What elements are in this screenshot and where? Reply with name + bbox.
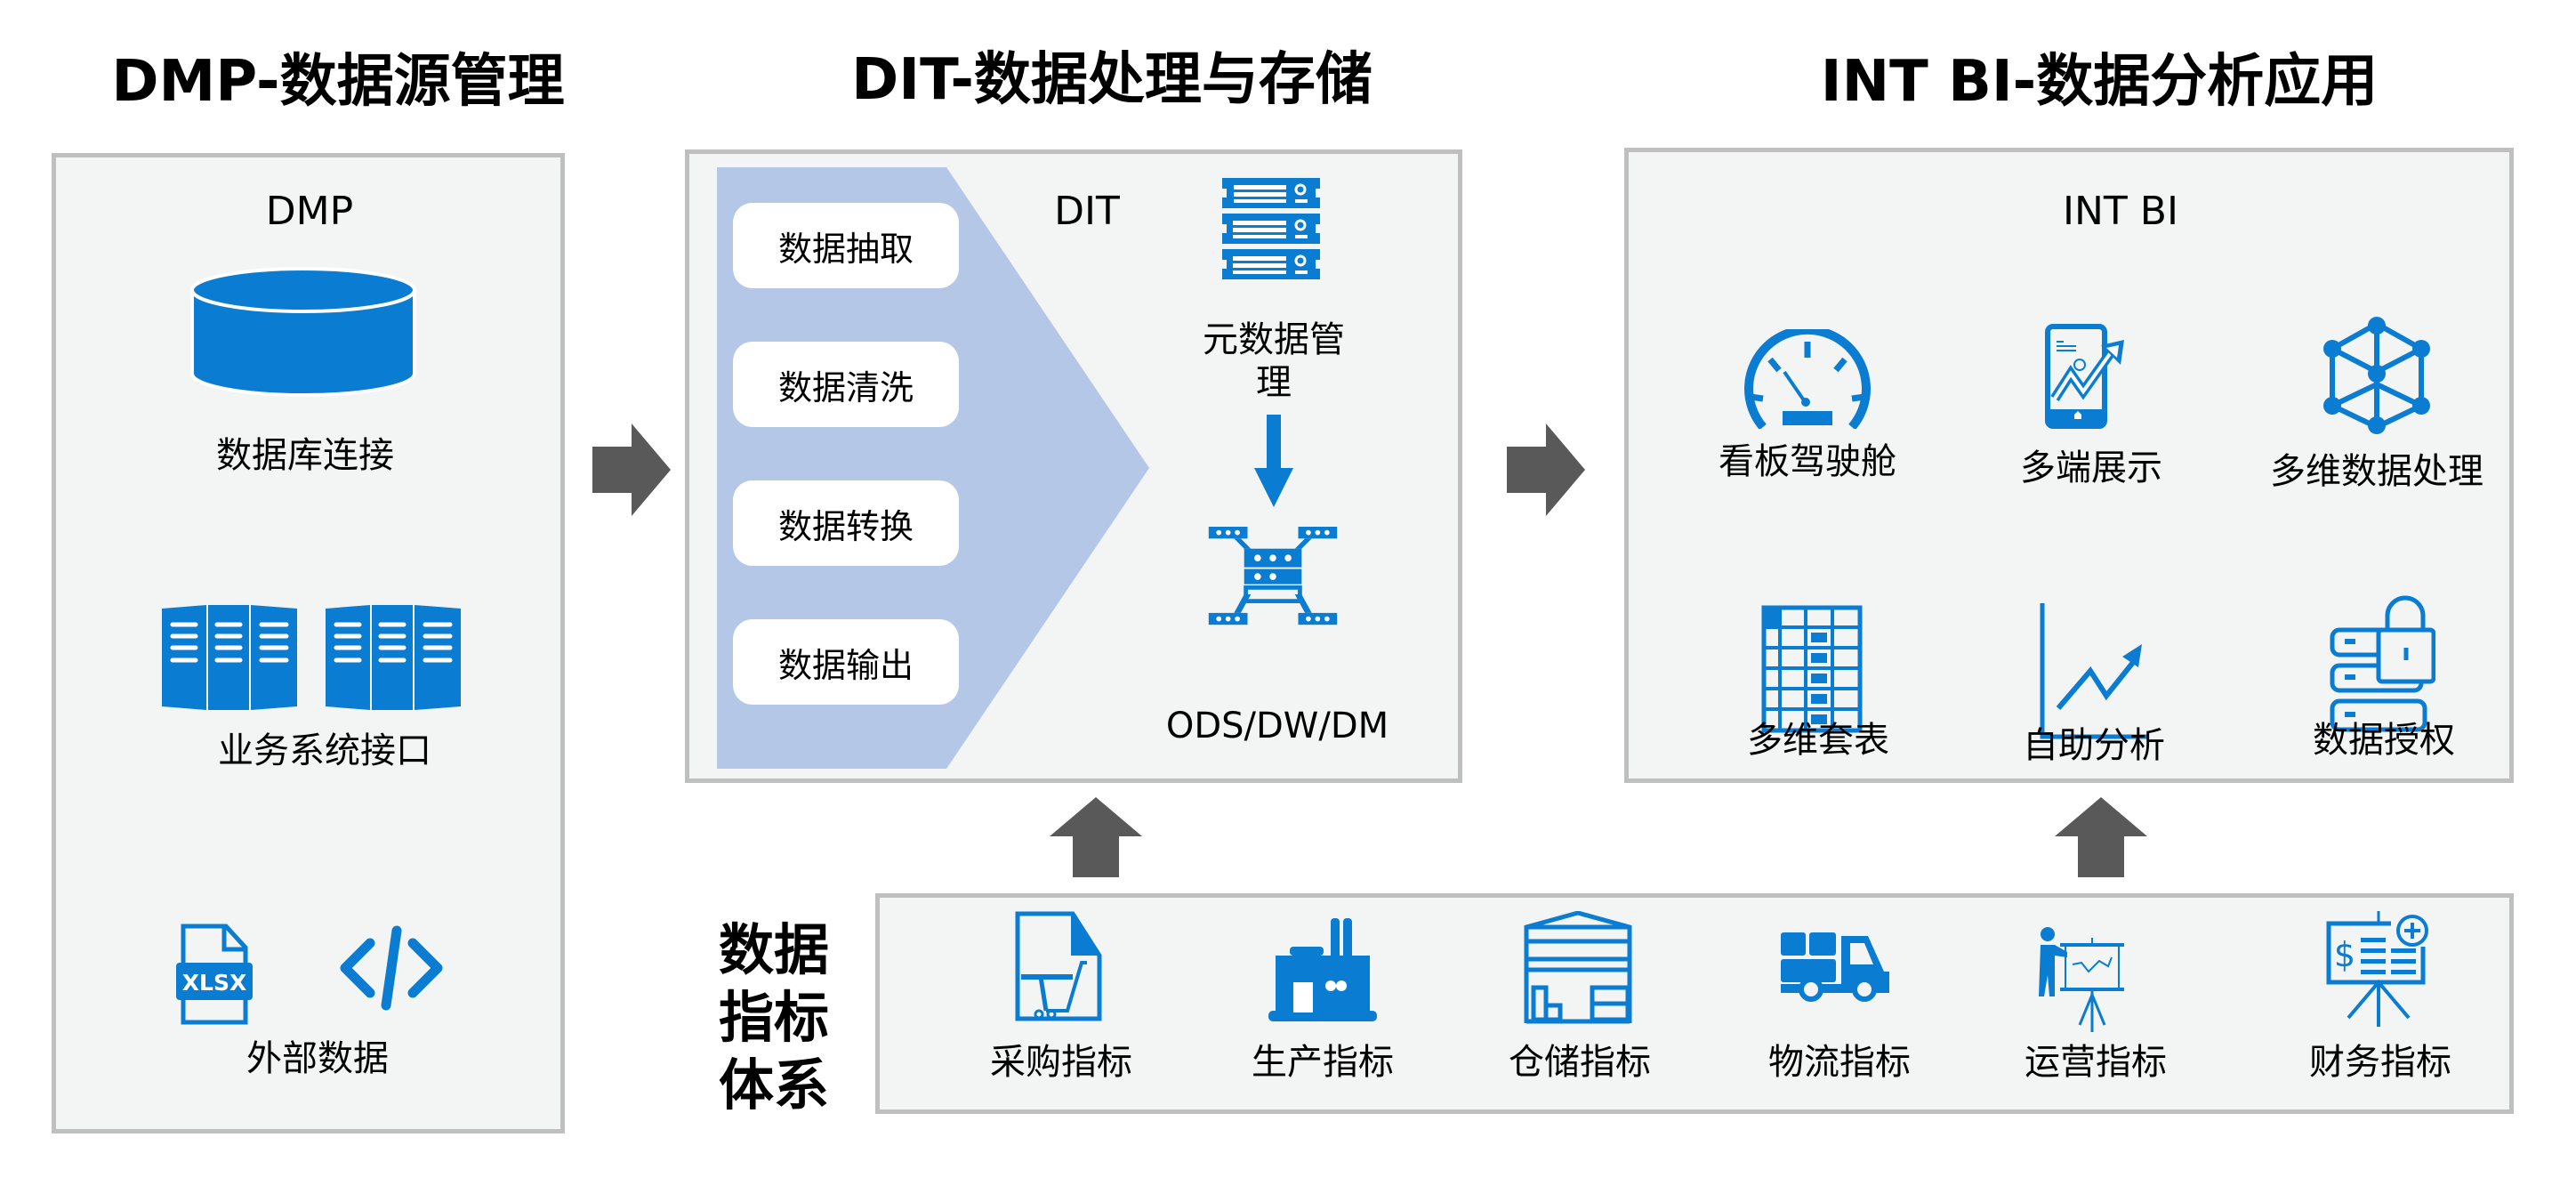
bi-item-label: 多维套表 (1747, 720, 1889, 761)
code-icon (338, 925, 445, 1011)
cube-network-icon (2323, 317, 2430, 434)
metadata-label: 元数据管 (1203, 319, 1345, 360)
bi-item-label: 多端展示 (2020, 448, 2162, 488)
indicators-title-line: 数据 (718, 917, 829, 982)
svg-text:XLSX: XLSX (182, 970, 247, 996)
dmp-panel-label: DMP (265, 189, 354, 234)
indicator-label: 物流指标 (1768, 1042, 1911, 1083)
dmp-item-label: 外部数据 (246, 1038, 389, 1079)
bi-panel-label: INT BI (2063, 189, 2178, 234)
bi-item-label: 自助分析 (2023, 725, 2165, 766)
indicators-title-line: 体系 (718, 1053, 829, 1117)
dit-panel-label: DIT (1054, 189, 1120, 234)
indicator-label: 采购指标 (990, 1042, 1132, 1083)
metadata-label: 理 (1256, 362, 1292, 403)
metadata-server-icon (1222, 178, 1320, 281)
bi-item-label: 多维数据处理 (2270, 451, 2483, 492)
indicator-label: 财务指标 (2309, 1042, 2451, 1083)
xlsx-file-icon: XLSX (174, 924, 254, 1025)
truck-icon (1779, 931, 1891, 1002)
presentation-icon (2037, 925, 2128, 1036)
finance-board-icon: $ (2325, 911, 2432, 1029)
arrow-up-icon (1050, 797, 1142, 877)
warehouse-icon (1523, 911, 1633, 1025)
dit-step-box: 数据转换 (733, 480, 959, 566)
arrow-down-icon (1254, 415, 1293, 507)
dit-section-title: DIT-数据处理与存储 (851, 47, 1373, 113)
dmp-item-label: 业务系统接口 (218, 730, 431, 771)
dit-step-label: 数据转换 (777, 506, 914, 546)
dit-step-label: 数据输出 (777, 645, 914, 685)
indicators-title: 数据 指标 体系 (712, 916, 836, 1119)
dmp-section-title: DMP-数据源管理 (111, 49, 565, 115)
dit-step-box: 数据清洗 (733, 342, 959, 427)
indicators-panel (875, 893, 2514, 1114)
database-icon (189, 267, 418, 399)
database-lock-icon (2329, 594, 2435, 735)
bi-panel (1624, 148, 2514, 783)
process-chevron (717, 167, 1149, 769)
data-warehouse-icon (1205, 447, 1340, 669)
table-grid-icon (1761, 605, 1863, 733)
storage-label: ODS/DW/DM (1165, 706, 1389, 746)
arrow-up-icon (2055, 797, 2147, 877)
speedometer-icon (1743, 329, 1872, 429)
indicator-label: 仓储指标 (1509, 1042, 1651, 1083)
indicator-label: 运营指标 (2025, 1042, 2167, 1083)
mobile-chart-icon (2044, 324, 2147, 429)
svg-text:$: $ (2334, 935, 2355, 974)
arrow-right-icon (592, 424, 671, 516)
dmp-item-label: 数据库连接 (216, 435, 394, 476)
bi-item-label: 看板驾驶舱 (1719, 441, 1896, 482)
line-chart-icon (2039, 603, 2151, 740)
dit-step-box: 数据输出 (733, 619, 959, 705)
factory-icon (1268, 918, 1377, 1023)
indicator-label: 生产指标 (1252, 1042, 1394, 1083)
dit-step-box: 数据抽取 (733, 203, 959, 288)
server-rack-icon (162, 605, 461, 712)
arrow-right-icon (1507, 424, 1585, 516)
shopping-cart-doc-icon (1014, 911, 1103, 1021)
bi-item-label: 数据授权 (2313, 720, 2455, 761)
dit-step-label: 数据抽取 (777, 229, 914, 269)
dit-step-label: 数据清洗 (777, 367, 914, 407)
indicators-title-line: 指标 (718, 985, 829, 1050)
bi-section-title: INT BI-数据分析应用 (1820, 49, 2379, 115)
